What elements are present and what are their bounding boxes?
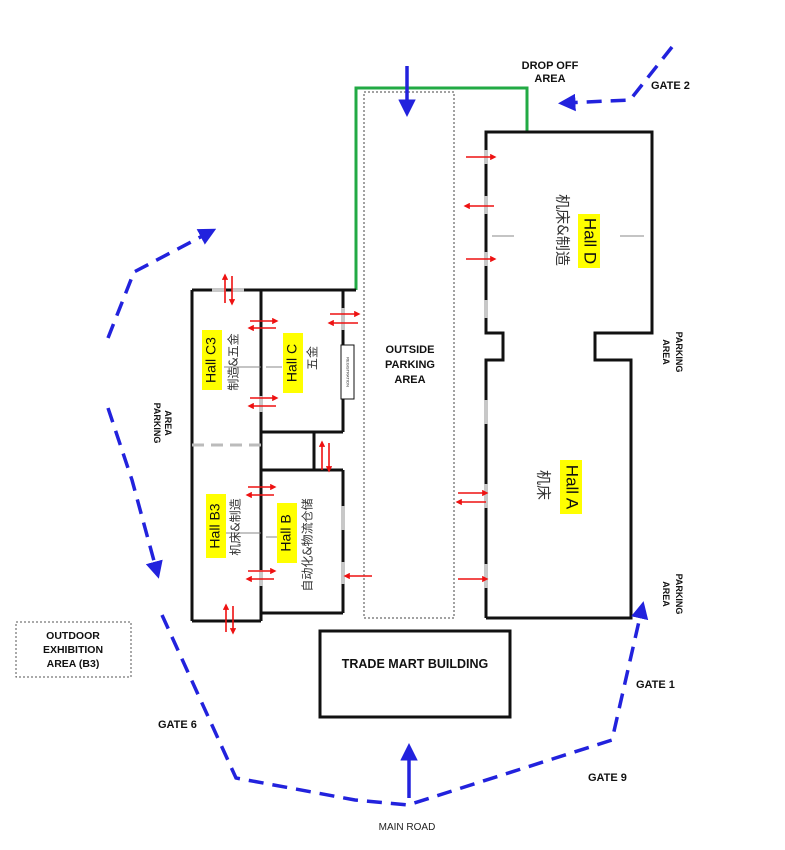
- hall-d-subtitle: 机床&制造: [554, 194, 572, 266]
- outside-parking-label-2: PARKING: [385, 359, 435, 371]
- parking-left-label-2: AREA: [163, 410, 173, 436]
- trade-mart-building: [318, 629, 512, 719]
- outside-parking-label-1: OUTSIDE: [386, 344, 435, 356]
- registration-desk: [340, 344, 355, 400]
- parking-left-label-1: PARKING: [152, 403, 162, 444]
- outside-parking-label-3: AREA: [394, 374, 425, 386]
- registration-label: REGISTRATION: [345, 357, 350, 387]
- route-gate-2: [558, 45, 674, 112]
- parking-right-top-label-1: PARKING: [674, 332, 684, 373]
- hall-b-subtitle: 自动化&物流仓储: [300, 498, 315, 591]
- hall-b3-highlight: [206, 494, 226, 558]
- route-main-loop: [160, 601, 649, 807]
- gate-6-label: GATE 6: [158, 719, 197, 731]
- trade-mart-label: TRADE MART BUILDING: [342, 657, 489, 671]
- gate-2-label: GATE 2: [651, 80, 690, 92]
- hall-a-name: Hall A: [563, 465, 582, 510]
- outdoor-exhibition-label-3: AREA (B3): [47, 658, 100, 670]
- entry-arrows: [221, 153, 497, 635]
- parking-right-bottom-label-2: AREA: [661, 581, 671, 607]
- hall-c3-highlight: [202, 330, 222, 390]
- outdoor-exhibition-area: [15, 621, 132, 678]
- hall-b-highlight: [277, 503, 297, 563]
- access-routes: [106, 45, 674, 807]
- hall-c3-subtitle: 制造&五金: [226, 333, 241, 390]
- drop-off-label-2: AREA: [534, 73, 565, 85]
- outdoor-exhibition-label-1: OUTDOOR: [46, 630, 100, 642]
- outdoor-exhibition-label-2: EXHIBITION: [43, 644, 103, 656]
- hall-c-name: Hall C: [284, 344, 300, 382]
- parking-right-bottom-label-1: PARKING: [674, 574, 684, 615]
- hall-b3-subtitle: 机床&制造: [229, 498, 243, 555]
- hall-b3-name: Hall B3: [207, 503, 223, 548]
- route-upper-left: [106, 228, 217, 339]
- gate-1-label: GATE 1: [636, 679, 675, 691]
- main-road-label: MAIN ROAD: [379, 822, 436, 833]
- hall-d-name: Hall D: [581, 218, 600, 264]
- hall-d-a-building-outline: [484, 130, 654, 620]
- route-left-lower: [106, 407, 163, 579]
- parking-right-top-label-2: AREA: [661, 339, 671, 365]
- gate-9-label: GATE 9: [588, 772, 627, 784]
- hall-d-highlight: [578, 214, 600, 268]
- hall-c-subtitle: 五金: [305, 346, 320, 370]
- hall-c3-name: Hall C3: [203, 337, 219, 383]
- access-path: [354, 86, 529, 290]
- hall-c-highlight: [283, 333, 303, 393]
- hall-a-subtitle: 机床: [535, 470, 553, 500]
- hall-a-highlight: [560, 460, 582, 514]
- hall-b-name: Hall B: [278, 514, 294, 551]
- outside-parking-area: [363, 91, 455, 619]
- drop-off-label-1: DROP OFF: [522, 60, 579, 72]
